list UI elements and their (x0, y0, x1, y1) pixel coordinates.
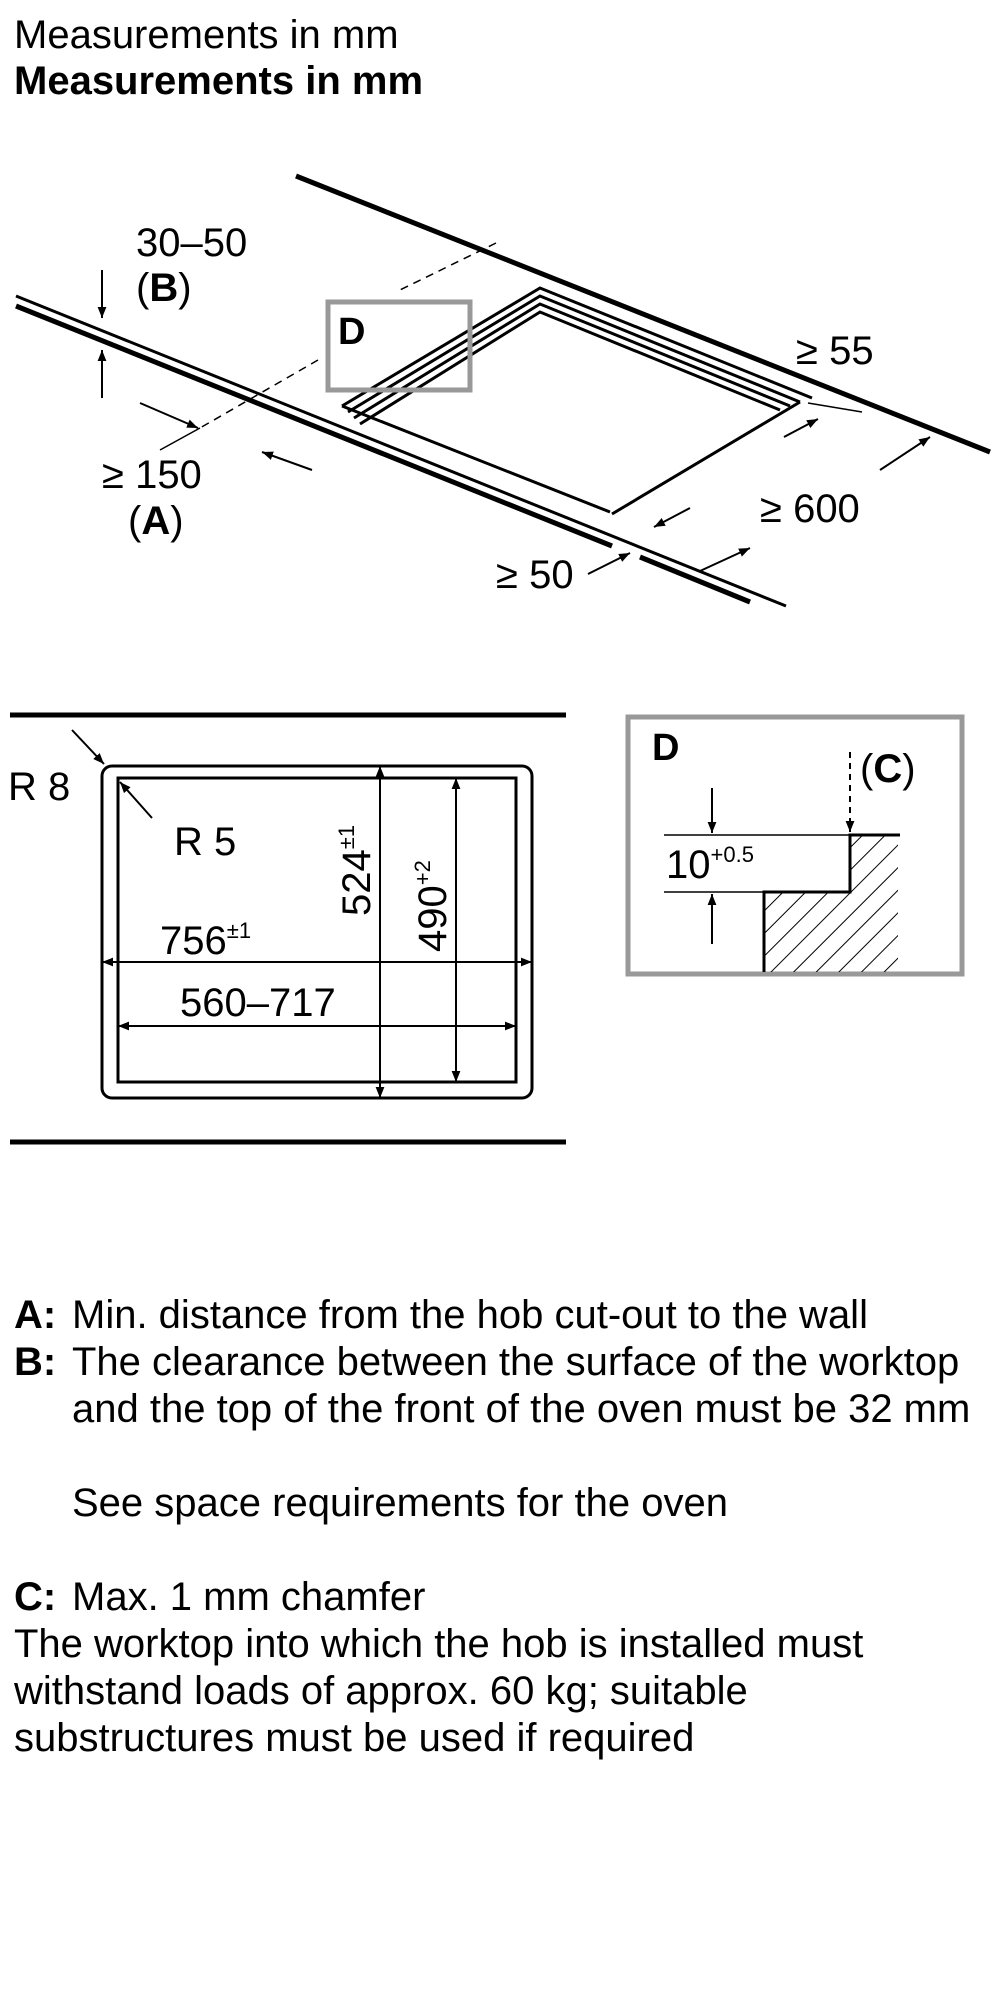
dim-front-value: ≥ 50 (496, 553, 574, 597)
legend-notes: A: Min. distance from the hob cut-out to… (14, 1292, 974, 1762)
width-cutout-label: 560–717 (180, 981, 336, 1025)
page-title-bold: Measurements in mm (14, 59, 424, 103)
dim-rear-value: ≥ 55 (796, 329, 874, 373)
detail-d-frame (325, 299, 473, 393)
dim-side-arrow (879, 436, 931, 471)
hob-cutout-outline (341, 286, 813, 408)
worktop-section (764, 835, 898, 972)
installation-diagrams: D 30–50 (B) ≥ 150 (A) ≥ 50 ≥ 55 ≥ 600 R … (8, 173, 991, 1145)
hob-cutout-right-edge (611, 400, 801, 516)
note-c-text: Max. 1 mm chamfer (72, 1575, 426, 1619)
dim-b-value: 30–50 (136, 221, 247, 265)
width-total-label: 756±1 (160, 918, 251, 963)
note-c: C: Max. 1 mm chamfer (14, 1574, 974, 1621)
dim-b-label: (B) (136, 266, 192, 310)
dim-side-value: ≥ 600 (760, 487, 860, 531)
note-b-subtext: See space requirements for the oven (72, 1481, 728, 1525)
projection-line-left (159, 427, 201, 451)
radius-r5-label: R 5 (174, 820, 236, 864)
radius-r8-label: R 8 (8, 765, 70, 809)
dim-front-arrow (653, 507, 691, 528)
cutout-dimension-diagram: R 8 R 5 756±1 560–717 524±1 490+2 (8, 712, 566, 1145)
hob-outline (100, 764, 534, 1100)
detail-d-diagram: D (C) 10+0.5 (625, 714, 965, 977)
worktop-section-outline (762, 833, 900, 972)
dim-a-label: (A) (128, 499, 184, 543)
note-b: B: The clearance between the surface of … (14, 1339, 974, 1433)
dim-rear-arrow (783, 418, 819, 438)
radius-r8-leader (71, 729, 105, 765)
detail-d-label: D (338, 311, 365, 353)
dim-a-arrow-left (261, 451, 313, 471)
worktop-front-edge-bottom-right (639, 554, 751, 605)
note-b-text: The clearance between the surface of the… (72, 1340, 971, 1431)
cutout-outline (116, 776, 518, 1084)
rear-wall-line (295, 173, 991, 455)
note-c-key: C: (14, 1575, 57, 1619)
worktop-isometric-diagram: D 30–50 (B) ≥ 150 (A) ≥ 50 ≥ 55 ≥ 600 (15, 173, 991, 608)
dim-a-arrow-right (139, 402, 199, 429)
dim-side-arrow (699, 547, 751, 572)
general-note: The worktop into which the hob is instal… (14, 1622, 864, 1760)
projection-line-left (199, 359, 319, 429)
dim-front-arrow (587, 552, 631, 575)
depth-total-label: 524±1 (334, 825, 379, 916)
note-b-key: B: (14, 1340, 57, 1384)
hob-cutout-outline (359, 310, 781, 426)
hob-cutout-outline (353, 302, 791, 420)
projection-line-rear (399, 242, 497, 291)
depth-cutout-label: 490+2 (410, 860, 455, 952)
worktop-front-edge-bottom (15, 303, 613, 549)
detail-d-title: D (652, 727, 679, 769)
rebate-depth-label: 10+0.5 (666, 842, 754, 887)
note-a: A: Min. distance from the hob cut-out to… (14, 1292, 974, 1339)
dim-a-value: ≥ 150 (102, 453, 202, 497)
detail-d-box (625, 714, 965, 977)
worktop-front-edge-top (15, 294, 787, 608)
chamfer-c-label: (C) (860, 747, 916, 791)
note-a-key: A: (14, 1293, 57, 1337)
radius-r5-leader (119, 781, 153, 819)
dim-rear-arrow (807, 402, 863, 413)
hob-cutout-outline (347, 294, 801, 414)
hob-cutout-front-edge (341, 404, 611, 514)
note-a-text: Min. distance from the hob cut-out to th… (72, 1293, 868, 1337)
page-title: Measurements in mm (14, 13, 399, 57)
